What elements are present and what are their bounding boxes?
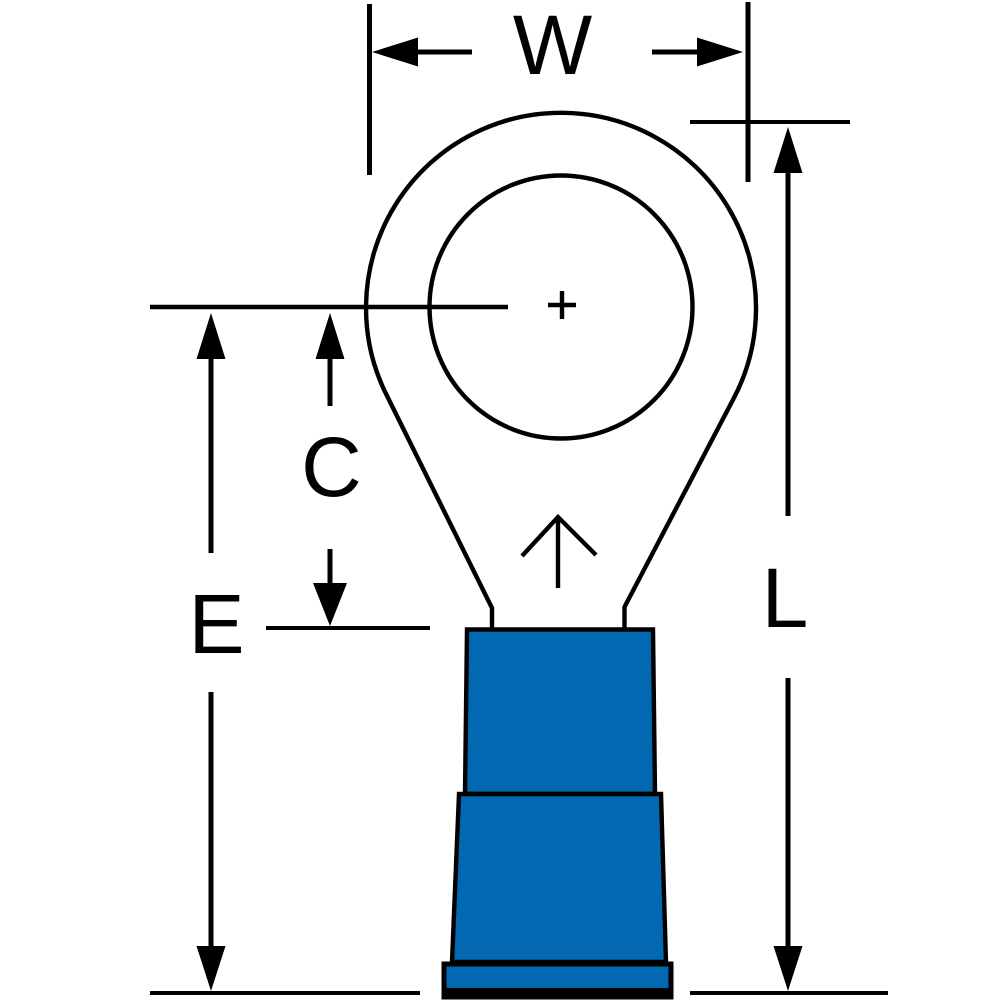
svg-text:W: W bbox=[513, 0, 592, 92]
svg-text:E: E bbox=[188, 577, 244, 671]
svg-text:C: C bbox=[301, 420, 362, 514]
svg-text:L: L bbox=[762, 551, 809, 645]
